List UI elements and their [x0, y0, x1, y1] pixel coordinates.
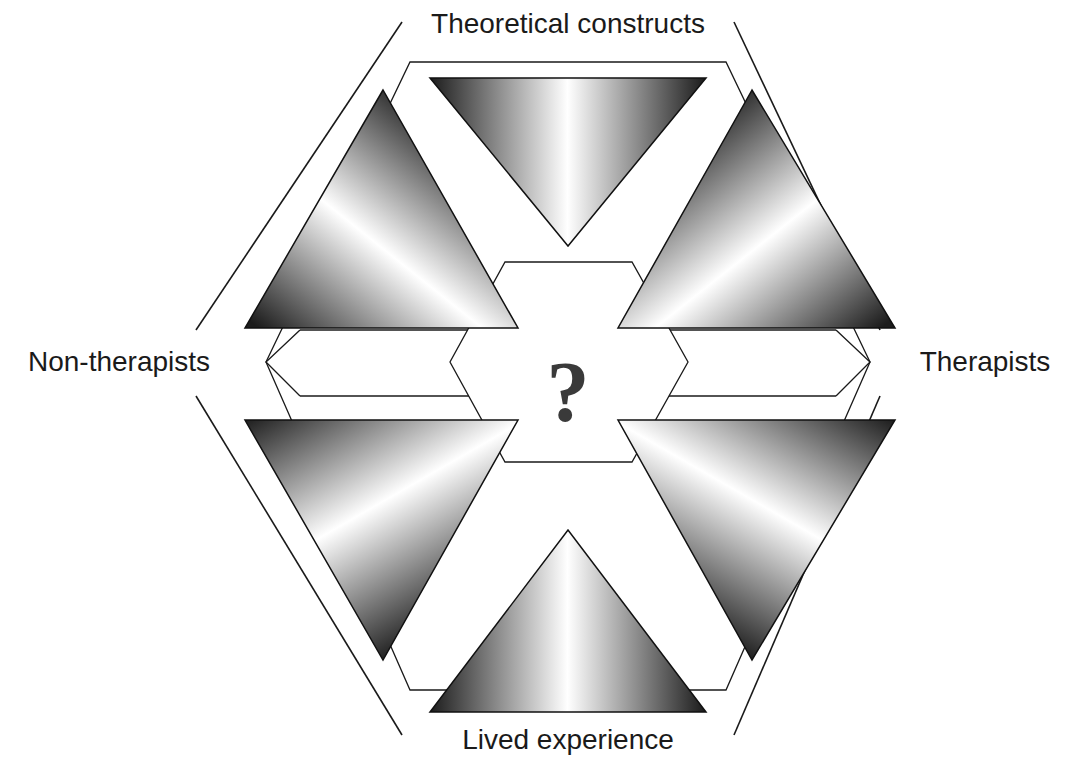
center-hexagon: ?	[539, 344, 598, 440]
axis-label: Theoretical constructs	[431, 9, 705, 40]
axis-label: Non-therapists	[28, 347, 210, 378]
question-mark: ?	[547, 349, 590, 435]
axis-label: Therapists	[920, 347, 1051, 378]
axis-label: Lived experience	[462, 725, 674, 756]
